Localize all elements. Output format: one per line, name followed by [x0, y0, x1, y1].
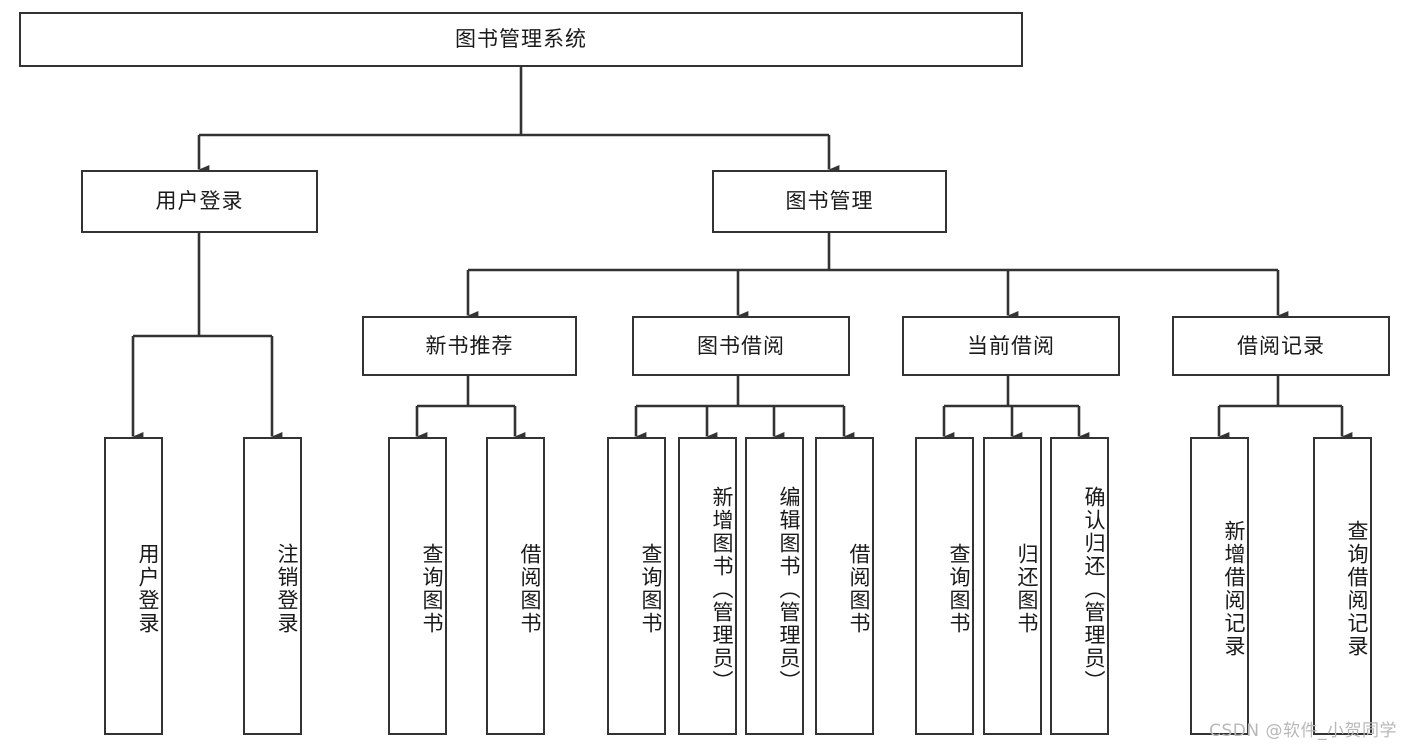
node-book-manage[interactable]: 图书管理	[712, 170, 947, 233]
node-label: 借阅图书	[847, 543, 871, 635]
node-user-login[interactable]: 用户登录	[81, 170, 318, 233]
node-leaf-borrow-book-bb[interactable]: 借阅图书	[815, 437, 874, 735]
node-label: 借阅记录	[1237, 333, 1325, 358]
node-label: 图书管理系统	[455, 27, 587, 52]
node-label: 当前借阅	[967, 333, 1055, 358]
node-label: 查询图书	[947, 543, 971, 635]
node-label: 查询借阅记录	[1345, 520, 1369, 658]
node-label: 图书借阅	[697, 333, 785, 358]
node-label: 图书管理	[785, 189, 874, 214]
node-label: 新书推荐	[425, 333, 514, 358]
node-leaf-query-record[interactable]: 查询借阅记录	[1313, 437, 1372, 735]
node-root[interactable]: 图书管理系统	[19, 12, 1023, 67]
node-label: 归还图书	[1015, 543, 1039, 635]
node-label: 用户登录	[136, 543, 160, 635]
node-label: 新增图书（管理员）	[710, 485, 734, 693]
node-leaf-query-book-rec[interactable]: 查询图书	[388, 437, 447, 735]
node-leaf-confirm-return[interactable]: 确认归还（管理员）	[1050, 437, 1109, 735]
node-label: 借阅图书	[518, 543, 542, 635]
node-leaf-edit-book[interactable]: 编辑图书（管理员）	[745, 437, 804, 735]
node-leaf-logout[interactable]: 注销登录	[243, 437, 302, 735]
node-label: 查询图书	[420, 543, 444, 635]
node-label: 用户登录	[155, 189, 244, 214]
node-leaf-query-book-cb[interactable]: 查询图书	[915, 437, 974, 735]
node-label: 确认归还（管理员）	[1082, 485, 1106, 693]
node-leaf-user-login[interactable]: 用户登录	[104, 437, 163, 735]
node-leaf-borrow-book-rec[interactable]: 借阅图书	[486, 437, 545, 735]
node-label: 注销登录	[275, 543, 299, 635]
node-leaf-add-book[interactable]: 新增图书（管理员）	[678, 437, 737, 735]
node-current-borrow[interactable]: 当前借阅	[902, 316, 1120, 376]
node-label: 查询图书	[639, 543, 663, 635]
node-leaf-add-record[interactable]: 新增借阅记录	[1190, 437, 1249, 735]
node-label: 新增借阅记录	[1222, 520, 1246, 658]
node-leaf-return-book[interactable]: 归还图书	[983, 437, 1042, 735]
watermark-text: CSDN @软件_小贺同学	[1209, 721, 1397, 741]
node-borrow-record[interactable]: 借阅记录	[1172, 316, 1390, 376]
node-new-book-rec[interactable]: 新书推荐	[362, 316, 577, 376]
node-book-borrow[interactable]: 图书借阅	[632, 316, 850, 376]
node-label: 编辑图书（管理员）	[777, 485, 801, 693]
node-leaf-query-book-bb[interactable]: 查询图书	[607, 437, 666, 735]
